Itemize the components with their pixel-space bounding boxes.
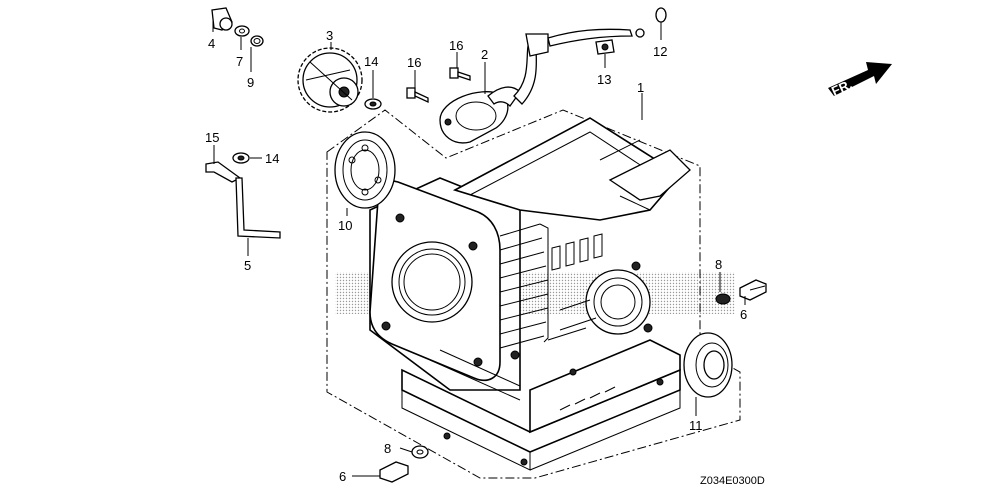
governor-gear-part (297, 47, 363, 113)
callout-2: 2 (481, 47, 488, 62)
callout-6-bottom: 6 (339, 469, 346, 484)
rod-part (235, 177, 281, 239)
callout-13: 13 (597, 72, 611, 87)
bolt-part-bottom (379, 461, 409, 483)
drawing-code: Z034E0300D (700, 475, 765, 487)
o-ring-part-12 (655, 7, 667, 23)
plug-part (211, 7, 233, 31)
bolt-part-b (406, 87, 429, 104)
callout-6-right: 6 (740, 307, 747, 322)
callout-11: 11 (689, 418, 703, 433)
bolt-part-a (449, 67, 471, 81)
oil-seal-part (683, 332, 733, 398)
washer-part-left (232, 152, 250, 164)
callout-8-right: 8 (715, 257, 722, 272)
callout-1: 1 (637, 80, 644, 95)
washer-part (234, 25, 250, 37)
front-direction-arrow: FR. (828, 62, 892, 99)
callout-10: 10 (338, 218, 352, 233)
washer-part-right (715, 293, 731, 305)
breather-cover-part (439, 28, 645, 144)
callout-12: 12 (653, 44, 667, 59)
bolt-part-right (739, 279, 767, 301)
grommet-part (595, 39, 615, 55)
washer-part-top (364, 98, 382, 110)
callout-14-top: 14 (364, 54, 378, 69)
callout-14-left: 14 (265, 151, 279, 166)
callout-4: 4 (208, 36, 215, 51)
bearing-part (334, 131, 396, 209)
callout-8-bottom: 8 (384, 441, 391, 456)
o-ring-part (250, 35, 264, 47)
callout-labels: 4 7 9 3 14 16 16 2 13 12 1 15 14 5 10 8 … (205, 28, 747, 484)
callout-9: 9 (247, 75, 254, 90)
callout-7: 7 (236, 54, 243, 69)
washer-part-bottom (411, 445, 429, 459)
callout-16-b: 16 (407, 55, 421, 70)
callout-16-a: 16 (449, 38, 463, 53)
callout-15: 15 (205, 130, 219, 145)
crankcase-body (369, 117, 691, 471)
callout-5: 5 (244, 258, 251, 273)
clip-part (205, 161, 242, 183)
leader-lines (212, 20, 746, 477)
callout-3: 3 (326, 28, 333, 43)
